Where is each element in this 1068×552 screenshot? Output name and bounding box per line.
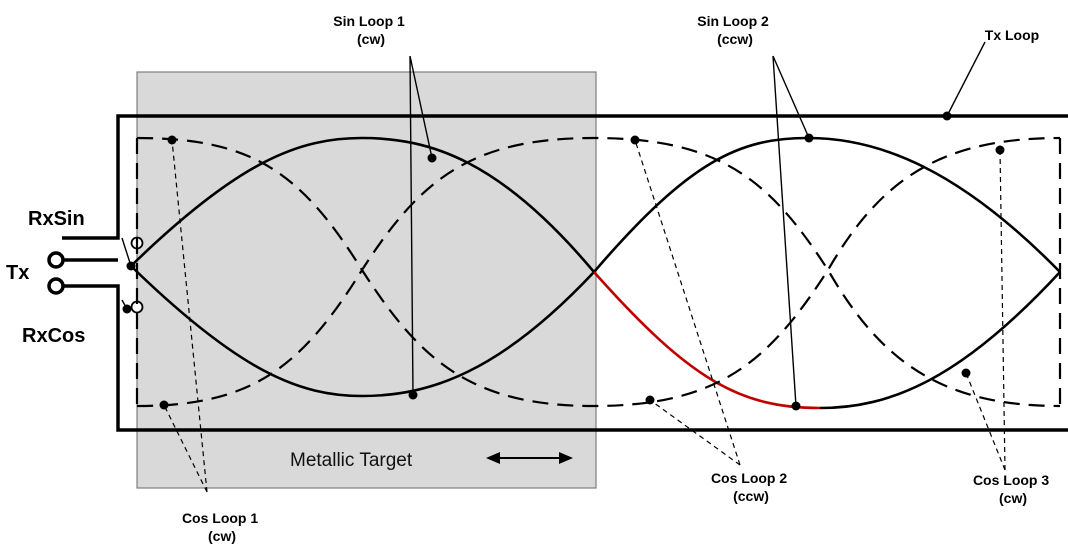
tx-label: Tx	[6, 262, 29, 284]
rxsin-label: RxSin	[28, 208, 85, 230]
cos-loop-2-label: Cos Loop 2 (ccw)	[711, 470, 791, 504]
tx-terminal-bottom	[47, 277, 65, 295]
sin-loop-2-upper-curve	[593, 136, 1061, 273]
sin-loop-1-curve	[130, 136, 595, 398]
cos-loop-3-label: Cos Loop 3 (cw)	[973, 472, 1053, 506]
tx-loop-frame	[62, 114, 1068, 432]
sin-loop-2-label: Sin Loop 2 (ccw)	[697, 13, 772, 47]
leader-lines	[121, 41, 1006, 493]
cos-loop-1-label: Cos Loop 1 (cw)	[182, 510, 262, 544]
sin-loop-1-label: Sin Loop 1 (cw)	[333, 13, 408, 47]
tx-terminal-top	[47, 251, 65, 269]
tx-loop-label: Tx Loop	[985, 27, 1039, 43]
metallic-target-area	[136, 71, 597, 489]
target-motion-arrow	[486, 452, 573, 464]
sin-loop-2-lower-curve	[819, 271, 1061, 410]
rxcos-label: RxCos	[22, 325, 85, 347]
connection-dots	[122, 111, 1005, 411]
sin-loop-2-highlight-curve	[593, 271, 821, 410]
metallic-target-label: Metallic Target	[290, 450, 413, 471]
cos-loops-curve	[136, 136, 1061, 408]
